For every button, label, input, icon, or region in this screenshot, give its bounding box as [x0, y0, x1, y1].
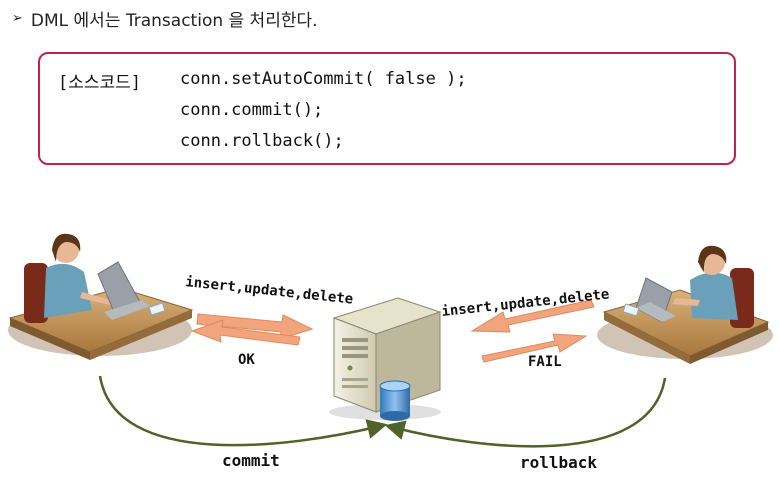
right-request-arrow	[470, 299, 595, 333]
server-icon	[329, 297, 442, 420]
source-code-box: [소스코드] conn.setAutoCommit( false ); conn…	[38, 52, 736, 165]
code-line-rollback: conn.rollback();	[180, 131, 344, 151]
code-lines: conn.setAutoCommit( false ); conn.commit…	[180, 68, 467, 161]
left-response-arrow	[190, 319, 301, 346]
heading: ➢ DML 에서는 Transaction 을 처리한다.	[12, 6, 318, 31]
right-response-arrow	[481, 333, 588, 363]
code-line-autocommit: conn.setAutoCommit( false );	[180, 69, 467, 89]
left-response-label: OK	[238, 352, 255, 368]
bullet-icon: ➢	[12, 11, 23, 26]
rollback-curve	[384, 377, 667, 448]
left-user-icon	[8, 233, 194, 360]
left-request-label: insert,update,delete	[185, 274, 354, 308]
heading-text: DML 에서는 Transaction 을 처리한다.	[30, 11, 318, 31]
commit-label: commit	[222, 451, 280, 470]
right-user-icon	[597, 245, 773, 364]
code-label: [소스코드]	[58, 73, 142, 93]
code-line-commit: conn.commit();	[180, 100, 324, 120]
database-icon	[379, 380, 411, 421]
commit-curve	[98, 375, 388, 447]
right-response-label: FAIL	[528, 354, 562, 370]
rollback-label: rollback	[520, 453, 597, 472]
